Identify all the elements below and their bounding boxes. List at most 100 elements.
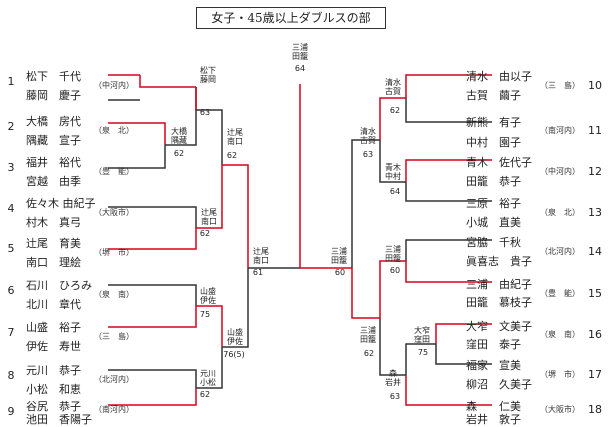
player-name: 三浦 由紀子 xyxy=(466,278,532,291)
player-name: 青木 佐代子 xyxy=(466,156,532,169)
entry-number: 15 xyxy=(588,287,602,300)
player-name: 田籠 慕枝子 xyxy=(466,296,532,309)
bracket-line xyxy=(196,109,223,165)
bracket-line xyxy=(222,164,249,268)
entry-number: 8 xyxy=(7,369,15,382)
match-score: 62 xyxy=(363,349,375,358)
region-label: （南河内） xyxy=(540,126,580,135)
player-name: 新熊 有子 xyxy=(466,116,521,129)
bracket-line xyxy=(405,261,462,283)
player-name: 中村 園子 xyxy=(466,136,521,149)
match-score: 63 xyxy=(389,392,401,401)
entry-number: 3 xyxy=(7,161,15,174)
bracket-line xyxy=(351,268,380,319)
region-label: （北河内） xyxy=(94,375,134,384)
player-name: 三原 裕子 xyxy=(466,197,521,210)
player-name: 福家 宣美 xyxy=(466,359,521,372)
player-name: 眞喜志 貴子 xyxy=(466,255,532,268)
bracket-line xyxy=(196,305,223,347)
entry-number: 9 xyxy=(7,405,15,418)
winner-label: 青木 中村 xyxy=(385,163,401,181)
player-name: 窪田 泰子 xyxy=(466,338,521,351)
player-name: 元川 恭子 xyxy=(26,364,81,377)
player-name: 辻尾 育美 xyxy=(26,237,81,250)
match-score: 63 xyxy=(362,150,374,159)
match-score: 76(5) xyxy=(223,350,245,359)
region-label: （三 島） xyxy=(94,332,134,341)
winner-label: 松下 藤岡 xyxy=(200,66,216,84)
winner-label: 大橋 隅藏 xyxy=(171,127,187,145)
match-score: 62 xyxy=(226,151,238,160)
winner-label: 大窄 窪田 xyxy=(414,326,430,344)
winner-label: 元川 小松 xyxy=(200,369,216,387)
bracket-line xyxy=(405,74,462,98)
entry-number: 10 xyxy=(588,79,602,92)
entry-number: 11 xyxy=(588,124,602,137)
bracket-line xyxy=(379,97,406,140)
winner-label: 清水 古賀 xyxy=(385,78,401,96)
player-name: 南口 理絵 xyxy=(26,256,81,269)
bracket-line xyxy=(140,122,166,145)
champion-label: 三浦 田籠 xyxy=(292,43,308,61)
match-score: 75 xyxy=(199,310,211,319)
player-name: 森 仁美 xyxy=(466,400,521,413)
entry-number: 7 xyxy=(7,326,15,339)
bracket-line xyxy=(140,369,197,388)
entry-number: 18 xyxy=(588,403,602,416)
entry-number: 6 xyxy=(7,284,15,297)
region-label: （北河内） xyxy=(540,247,580,256)
region-label: （堺 市） xyxy=(94,248,134,257)
player-name: 岩井 敦子 xyxy=(466,413,521,426)
entry-number: 4 xyxy=(7,202,15,215)
player-name: 村木 真弓 xyxy=(26,216,81,229)
player-name: 石川 ひろみ xyxy=(26,279,92,292)
entry-number: 1 xyxy=(7,75,15,88)
player-name: 大橋 房代 xyxy=(26,115,81,128)
bracket-line xyxy=(405,98,462,123)
bracket-line xyxy=(139,75,196,88)
region-label: （豊 能） xyxy=(94,167,134,176)
winner-label: 山盛 伊佐 xyxy=(200,287,216,305)
page-title: 女子・45歳以上ダブルスの部 xyxy=(196,7,386,29)
player-name: 佐々木 由紀子 xyxy=(26,197,96,210)
bracket-line xyxy=(140,388,197,406)
region-label: （三 島） xyxy=(540,81,580,90)
bracket-line xyxy=(405,343,436,375)
region-label: （豊 能） xyxy=(540,289,580,298)
match-score: 62 xyxy=(199,390,211,399)
player-name: 山盛 裕子 xyxy=(26,321,81,334)
winner-label: 森 岩井 xyxy=(385,369,401,387)
winner-label: 辻尾 南口 xyxy=(253,247,269,265)
match-score: 61 xyxy=(252,268,264,277)
bracket-line xyxy=(140,306,197,328)
match-score: 63 xyxy=(199,108,211,117)
match-score: 64 xyxy=(294,64,306,73)
match-score: 62 xyxy=(199,229,211,238)
bracket-line xyxy=(196,347,223,389)
bracket-line xyxy=(140,145,166,169)
region-label: （泉 南） xyxy=(94,290,134,299)
player-name: 池田 香陽子 xyxy=(26,413,92,426)
bracket-line xyxy=(140,284,197,306)
player-name: 古賀 繭子 xyxy=(466,89,521,102)
match-score: 60 xyxy=(334,268,346,277)
region-label: （大阪市） xyxy=(94,208,134,217)
player-name: 大窄 文美子 xyxy=(466,320,532,333)
player-name: 松下 千代 xyxy=(26,70,81,83)
player-name: 田籠 恭子 xyxy=(466,175,521,188)
entry-number: 14 xyxy=(588,245,602,258)
entry-number: 13 xyxy=(588,206,602,219)
region-label: （堺 市） xyxy=(540,370,580,379)
match-score: 62 xyxy=(389,106,401,115)
winner-label: 三浦 田籠 xyxy=(385,245,401,263)
player-name: 藤岡 慶子 xyxy=(26,89,81,102)
match-score: 60 xyxy=(389,266,401,275)
entry-number: 17 xyxy=(588,368,602,381)
bracket-line xyxy=(196,165,223,229)
region-label: （泉 北） xyxy=(540,208,580,217)
player-name: 谷尻 恭子 xyxy=(26,400,81,413)
entry-number: 16 xyxy=(588,328,602,341)
player-name: 福井 裕代 xyxy=(26,156,81,169)
bracket-line xyxy=(379,318,406,376)
